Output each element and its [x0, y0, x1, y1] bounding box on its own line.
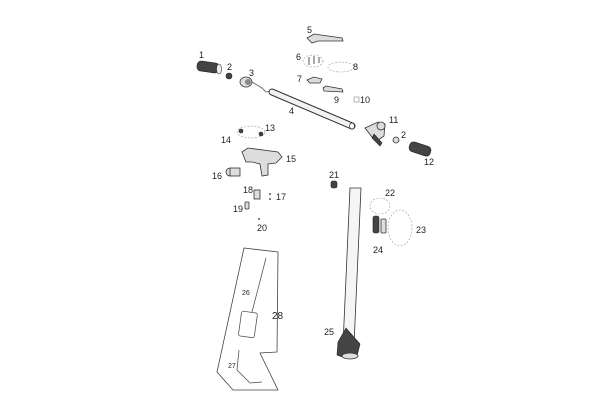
- label-13: 13: [265, 123, 275, 133]
- label-15: 15: [286, 154, 296, 164]
- bolt: [238, 128, 244, 134]
- label-2b: 2: [401, 130, 406, 140]
- label-7: 7: [297, 74, 302, 84]
- label-4: 4: [289, 106, 294, 116]
- label-23: 23: [416, 225, 426, 235]
- nut-set-group: [327, 61, 355, 73]
- label-6: 6: [296, 52, 301, 62]
- reflector-pair: [372, 215, 387, 234]
- label-25: 25: [324, 327, 334, 337]
- label-8: 8: [353, 62, 358, 72]
- bolt: [258, 131, 264, 137]
- bolt-plate-group: [387, 209, 413, 247]
- left-end-cap: [225, 72, 233, 80]
- screws: [308, 56, 320, 65]
- label-9: 9: [334, 95, 339, 105]
- label-1: 1: [199, 50, 204, 60]
- label-26: 26: [242, 290, 250, 297]
- label-20: 20: [257, 223, 267, 233]
- label-14: 14: [221, 135, 231, 145]
- label-22: 22: [385, 188, 395, 198]
- label-18: 18: [243, 185, 253, 195]
- label-19: 19: [233, 204, 243, 214]
- label-21: 21: [329, 170, 339, 180]
- label-11: 11: [389, 115, 398, 125]
- label-17: 17: [276, 192, 286, 202]
- label-10: 10: [360, 95, 370, 105]
- label-27: 27: [228, 363, 236, 370]
- label-2: 2: [227, 62, 232, 72]
- right-grip: [408, 141, 432, 157]
- collar-nut: [330, 180, 338, 189]
- cable-cover-panel: [216, 247, 279, 391]
- display-bracket: [306, 76, 323, 84]
- folding-latch: [244, 189, 271, 220]
- label-5: 5: [307, 25, 312, 35]
- small-cap: [353, 96, 360, 103]
- left-grip: [196, 60, 222, 75]
- right-end-cap: [392, 136, 400, 144]
- label-28: 28: [272, 311, 284, 322]
- clip-set-group: [369, 197, 391, 215]
- display-plate: [322, 85, 344, 93]
- screw-set-group: [302, 54, 324, 68]
- label-3: 3: [249, 68, 254, 78]
- brake-lever-assembly: [364, 121, 386, 147]
- display-cover: [306, 33, 344, 44]
- label-24: 24: [373, 245, 383, 255]
- stem-clamp: [225, 147, 283, 177]
- throttle-housing: [239, 76, 273, 93]
- label-16: 16: [212, 171, 222, 181]
- label-12: 12: [424, 157, 434, 167]
- steering-tube: [336, 187, 362, 360]
- handlebar-tube: [268, 88, 356, 130]
- bolt-set-group: [236, 125, 266, 139]
